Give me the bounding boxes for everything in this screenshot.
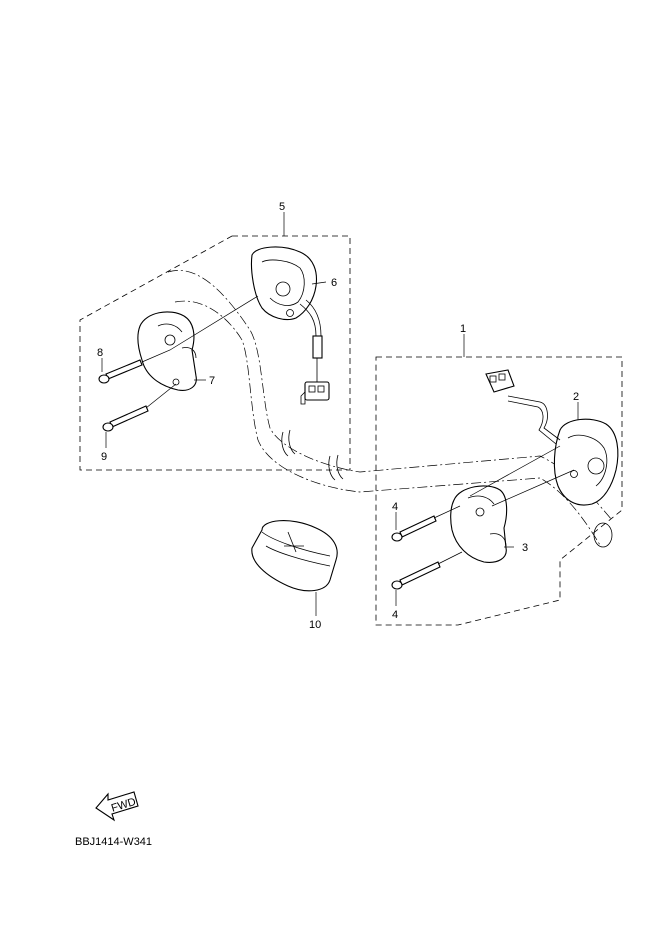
callout-10: 10 xyxy=(309,619,321,631)
screw-4-lower xyxy=(391,561,441,590)
screw-9 xyxy=(102,405,149,432)
leader-lines xyxy=(101,212,579,616)
right-switch-lower-housing xyxy=(450,485,508,563)
callout-8: 8 xyxy=(97,347,103,359)
left-switch-upper-housing xyxy=(250,246,323,382)
group-box-left xyxy=(79,235,351,471)
callout-3: 3 xyxy=(522,542,528,554)
callout-7: 7 xyxy=(209,375,215,387)
screw-8 xyxy=(98,359,143,384)
callout-6: 6 xyxy=(331,277,337,289)
right-switch-upper-housing xyxy=(553,418,619,506)
handlebar-phantom xyxy=(167,270,613,548)
callout-4-upper: 4 xyxy=(392,501,398,513)
right-switch-cable xyxy=(485,369,561,445)
screw-4-upper xyxy=(391,515,437,542)
callout-1: 1 xyxy=(460,323,466,335)
drawing-code: BBJ1414-W341 xyxy=(75,836,152,848)
group-box-right xyxy=(375,356,623,626)
callout-5: 5 xyxy=(279,201,285,213)
fwd-arrow-icon: FWD xyxy=(95,791,139,822)
callout-9: 9 xyxy=(101,451,107,463)
handlebar-grip xyxy=(251,520,338,592)
callout-2: 2 xyxy=(573,391,579,403)
callout-4-lower: 4 xyxy=(392,609,398,621)
left-switch-connector xyxy=(300,381,330,405)
